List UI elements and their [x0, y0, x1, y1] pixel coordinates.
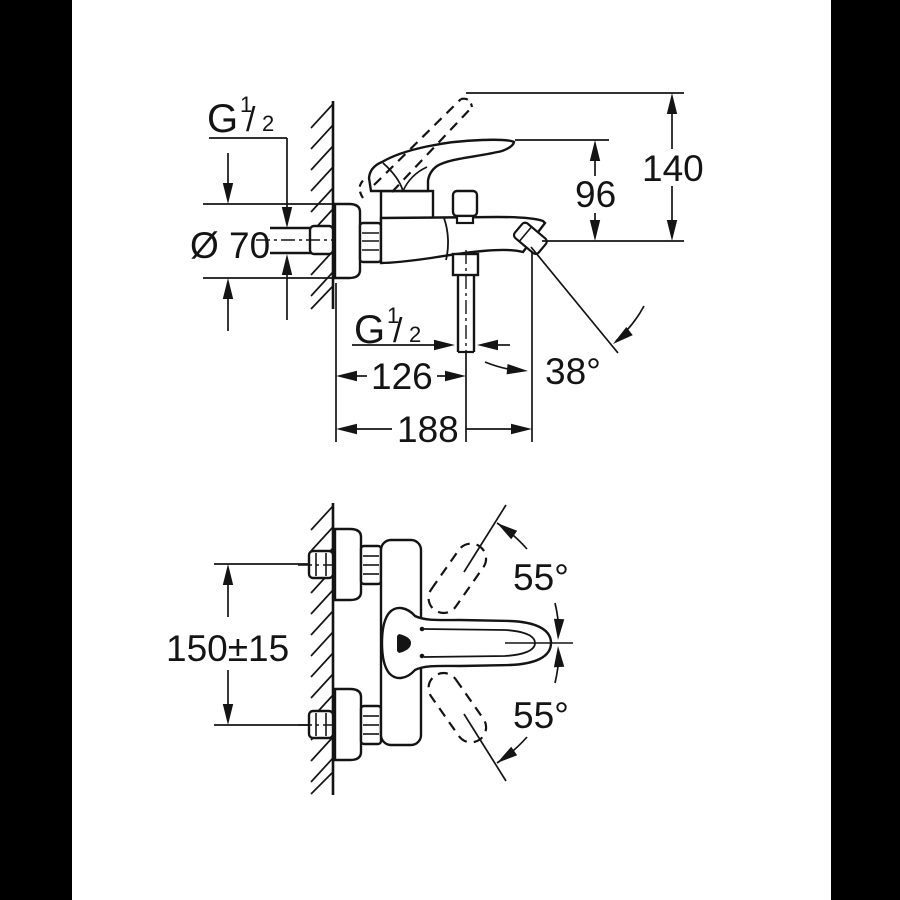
center-distance-label: 150±15 [166, 628, 289, 669]
top-union-assembly [298, 527, 383, 602]
spout-angle-label: 38° [545, 351, 601, 392]
outlet-offset-label: 126 [371, 356, 433, 397]
lever-raised-dashed [358, 97, 474, 199]
front-view-dimensions [214, 504, 573, 782]
front-view-drawing: 150±15 55° 55° [166, 503, 573, 795]
side-view-drawing: G 1 / 2 Ø 70 96 140 G 1 / 2 126 188 38° [190, 92, 704, 450]
shower-outlet [451, 250, 480, 354]
lever-knob-curve [402, 166, 428, 192]
lever-handle-front [380, 606, 553, 680]
left-letterbox-bar [0, 0, 72, 900]
body-seam-line [443, 217, 449, 261]
swing-down-label: 55° [513, 695, 569, 736]
escutcheon-diameter-label: Ø 70 [190, 225, 270, 266]
spout-height-label: 96 [575, 174, 616, 215]
spout-angle-line [530, 246, 619, 354]
right-letterbox-bar [831, 0, 900, 900]
spout-aerator [512, 221, 548, 256]
bottom-escutcheon [333, 687, 363, 762]
swing-up-radial-line [463, 504, 507, 573]
outlet-thread-denominator: 2 [409, 322, 421, 347]
wall-thread-denominator: 2 [262, 111, 274, 136]
wall-thread-letter: G [207, 97, 238, 141]
wall-supply-fitting [256, 224, 344, 256]
total-height-label: 140 [642, 148, 704, 189]
lever-knob-seam [382, 162, 404, 192]
swing-down-radial-line [463, 713, 507, 782]
diverter-knob [451, 189, 479, 225]
faucet-body-spout [379, 215, 547, 265]
outlet-thread-slash: / [393, 312, 403, 350]
lever-detail-dot-bottom [419, 653, 425, 659]
outlet-thread-numerator: 1 [387, 303, 399, 328]
union-nut-side [358, 221, 383, 264]
cartridge-housing [379, 189, 435, 222]
lever-logo-mark [397, 634, 411, 653]
side-view-dimensions [203, 92, 684, 442]
lever-detail-dot-top [419, 626, 425, 632]
projection-label: 188 [397, 409, 459, 450]
wall-thread-numerator: 1 [240, 92, 252, 117]
wall-thread-slash: / [246, 101, 256, 139]
top-escutcheon [333, 527, 363, 602]
wall-escutcheon-side [333, 202, 362, 280]
outlet-thread-letter: G [354, 308, 385, 352]
swing-up-label: 55° [513, 557, 569, 598]
